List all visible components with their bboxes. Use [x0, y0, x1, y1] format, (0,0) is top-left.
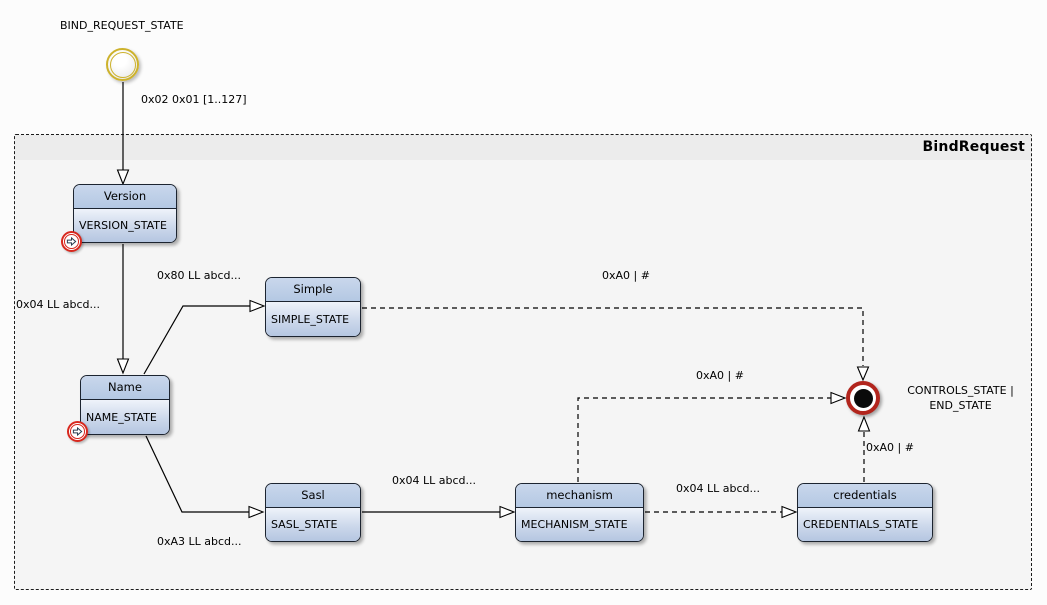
entry-point-ring: [70, 424, 85, 439]
state-simple-name: SIMPLE_STATE: [266, 302, 360, 336]
state-sasl-name: SASL_STATE: [266, 508, 360, 541]
final-state-label-line1: CONTROLS_STATE |: [907, 384, 1014, 397]
entry-point-ring: [64, 234, 79, 249]
state-name-name: NAME_STATE: [81, 400, 169, 434]
initial-state-inner-ring: [109, 51, 136, 78]
state-name-title: Name: [81, 376, 169, 400]
frame-title: BindRequest: [922, 139, 1025, 155]
entry-point-icon-version[interactable]: [61, 231, 82, 252]
initial-state-node[interactable]: [106, 48, 139, 81]
entry-point-icon-name[interactable]: [67, 421, 88, 442]
transition-label-mechanism-credentials: 0x04 LL abcd...: [676, 482, 760, 495]
initial-state-label: BIND_REQUEST_STATE: [60, 19, 184, 32]
state-credentials[interactable]: credentials CREDENTIALS_STATE: [797, 483, 933, 542]
transition-label-version-name: 0x04 LL abcd...: [16, 298, 100, 311]
transition-label-mechanism-end: 0xA0 | #: [696, 369, 744, 382]
transition-label-init-version: 0x02 0x01 [1..127]: [141, 93, 247, 106]
state-credentials-title: credentials: [798, 484, 932, 508]
transition-label-sasl-mechanism: 0x04 LL abcd...: [392, 474, 476, 487]
final-state-label-line2: END_STATE: [929, 399, 992, 412]
final-state-label: CONTROLS_STATE | END_STATE: [888, 383, 1033, 413]
state-version-title: Version: [74, 185, 176, 209]
state-version-name: VERSION_STATE: [74, 209, 176, 242]
transition-label-credentials-end: 0xA0 | #: [866, 441, 914, 454]
final-state-core: [853, 388, 873, 408]
transition-label-name-simple: 0x80 LL abcd...: [157, 269, 241, 282]
state-simple-title: Simple: [266, 278, 360, 302]
state-mechanism-name: MECHANISM_STATE: [516, 508, 643, 541]
state-sasl-title: Sasl: [266, 484, 360, 508]
state-mechanism[interactable]: mechanism MECHANISM_STATE: [515, 483, 644, 542]
state-mechanism-title: mechanism: [516, 484, 643, 508]
final-state-node[interactable]: [846, 381, 880, 415]
transition-label-name-sasl: 0xA3 LL abcd...: [157, 535, 242, 548]
transition-label-simple-end: 0xA0 | #: [602, 269, 650, 282]
state-credentials-name: CREDENTIALS_STATE: [798, 508, 932, 541]
right-arrow-icon: [66, 236, 77, 247]
state-sasl[interactable]: Sasl SASL_STATE: [265, 483, 361, 542]
frame-header: BindRequest: [15, 135, 1031, 160]
state-version[interactable]: Version VERSION_STATE: [73, 184, 177, 243]
right-arrow-icon: [72, 426, 83, 437]
state-simple[interactable]: Simple SIMPLE_STATE: [265, 277, 361, 337]
state-name[interactable]: Name NAME_STATE: [80, 375, 170, 435]
